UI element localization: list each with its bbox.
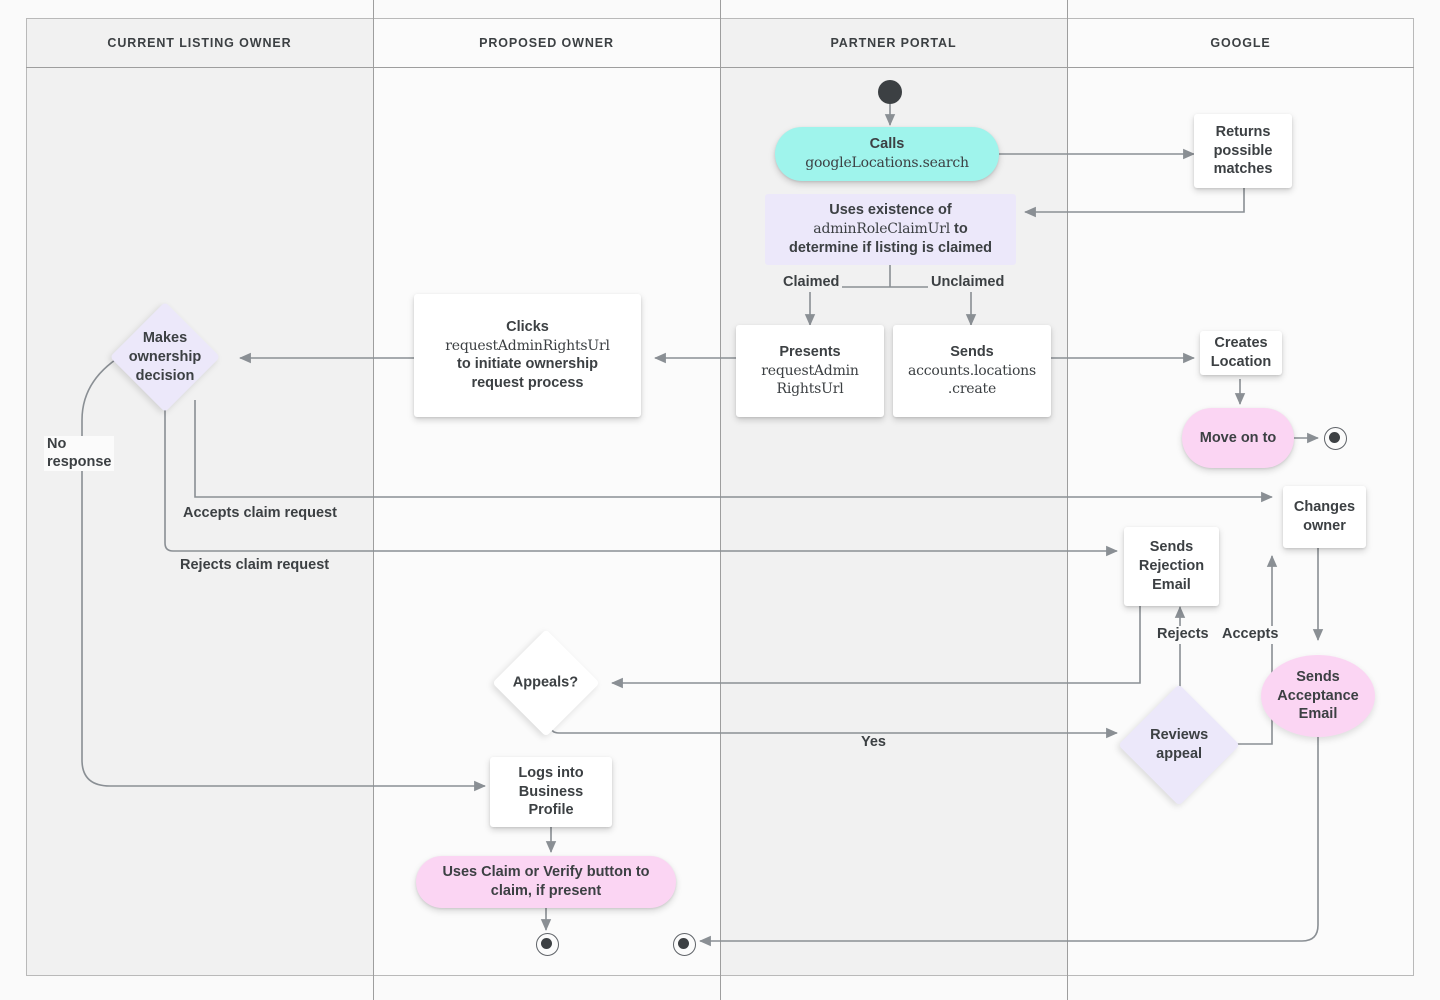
uses-claim-or-verify-button[interactable]: Uses Claim or Verify button to claim, if… [416,856,676,908]
node-line: Makes [142,329,188,346]
node-line: possible [1213,142,1273,159]
lane-divider-2 [720,0,721,1000]
node-line: Rejection [1138,558,1205,575]
node-line: Calls [869,136,905,153]
edge-rejects-claim-to-rejection-email [164,400,1118,557]
calls-google-locations-search[interactable]: Calls googleLocations.search [775,127,999,181]
node-line: Clicks [506,319,549,336]
changes-owner[interactable]: Changes owner [1283,486,1366,548]
node-line-code: accounts.locations [908,363,1036,380]
edge-label-line: No [47,436,67,452]
edge-label-accepts: Accepts [1219,626,1282,644]
uses-existence-of-admin-role-claim-url[interactable]: Uses existence of adminRoleClaimUrl to d… [765,194,1016,265]
lane-divider-1 [373,0,374,1000]
sends-acceptance-email[interactable]: Sends Acceptance Email [1261,655,1375,737]
edge-label-rejects: Rejects [1154,626,1212,644]
returns-possible-matches[interactable]: Returns possible matches [1194,114,1292,188]
start-node [878,80,902,104]
clicks-request-admin-rights-url[interactable]: Clicks requestAdminRightsUrl to initiate… [414,294,641,417]
edge-rejection-email-to-appeals [611,606,1141,689]
move-on-to[interactable]: Move on to [1182,408,1294,468]
node-line: Sends [950,344,994,361]
lane-title-partner-portal: PARTNER PORTAL [830,36,957,50]
node-line: Acceptance [1277,687,1359,704]
node-line: Logs into [518,764,584,781]
creates-location[interactable]: Creates Location [1200,331,1282,375]
node-code-token: adminRoleClaimUrl [813,221,950,238]
node-line: appeal [1156,745,1202,762]
sends-accounts-locations-create[interactable]: Sends accounts.locations .create [893,325,1051,417]
node-line: Business [518,783,584,800]
node-line: Uses Claim or Verify button to [442,864,650,881]
node-line: Email [1152,576,1191,593]
logs-into-business-profile[interactable]: Logs into Business Profile [490,757,612,827]
node-line: Appeals? [513,674,579,691]
edge-accepts-claim-to-changes-owner [194,400,1273,503]
node-line: Sends [1149,539,1194,556]
node-line: owner [1303,518,1346,534]
lane-title-google: GOOGLE [1210,36,1271,50]
lane-title-proposed-owner: PROPOSED OWNER [479,36,614,50]
node-line: determine if listing is claimed [788,239,993,256]
edge-label-no-response: No response [44,436,115,472]
edge-label-rejects-claim-request: Rejects claim request [177,557,333,575]
node-line: Changes [1293,499,1356,516]
node-line: Reviews [1149,727,1209,744]
end-node-partner-portal [673,933,696,956]
edge-reviews-accepts-to-changes-owner [1224,555,1278,745]
node-line-code: .create [947,381,997,398]
node-line: Sends [1296,668,1340,685]
node-line: Location [1210,354,1272,370]
presents-request-admin-rights-url[interactable]: Presents requestAdmin RightsUrl [736,325,884,417]
edge-returns-to-uses [1024,187,1245,218]
edge-label-claimed: Claimed [780,274,843,292]
edge-label-line: response [47,453,112,470]
edge-label-accepts-claim-request: Accepts claim request [180,505,340,523]
node-line-mixed: adminRoleClaimUrl to [789,220,992,239]
lane-title-current-listing-owner: CURRENT LISTING OWNER [107,36,292,50]
node-line: Move on to [1199,429,1277,446]
node-line: request process [471,375,584,392]
node-line: Profile [528,802,574,819]
node-line-code: requestAdminRightsUrl [445,337,610,354]
node-line-suffix: to [949,221,968,238]
edge-no-response-to-logs-in [81,345,486,792]
node-line: matches [1213,161,1273,178]
node-line: Returns [1215,123,1271,140]
node-line: decision [135,367,195,384]
edge-label-unclaimed: Unclaimed [928,274,1008,292]
node-line-code: googleLocations.search [805,155,969,172]
edge-acceptance-email-to-end-partner [699,735,1319,947]
sends-rejection-email[interactable]: Sends Rejection Email [1124,527,1219,606]
end-node-google [1324,427,1347,450]
node-line: claim, if present [490,883,602,899]
end-node-proposed-owner [536,933,559,956]
node-line-code: RightsUrl [776,381,844,398]
edge-label-yes: Yes [858,734,889,752]
node-line: Uses existence of [829,202,952,219]
node-line-code: requestAdmin [761,363,859,380]
lane-header-rule [26,67,1414,68]
edge-appeals-yes-to-reviews [550,713,1118,739]
lane-divider-3 [1067,0,1068,1000]
node-line: Presents [779,344,841,361]
node-line: ownership [128,348,202,365]
node-line: Email [1298,706,1338,723]
node-line: Creates [1214,335,1268,352]
node-line: to initiate ownership [457,356,598,373]
